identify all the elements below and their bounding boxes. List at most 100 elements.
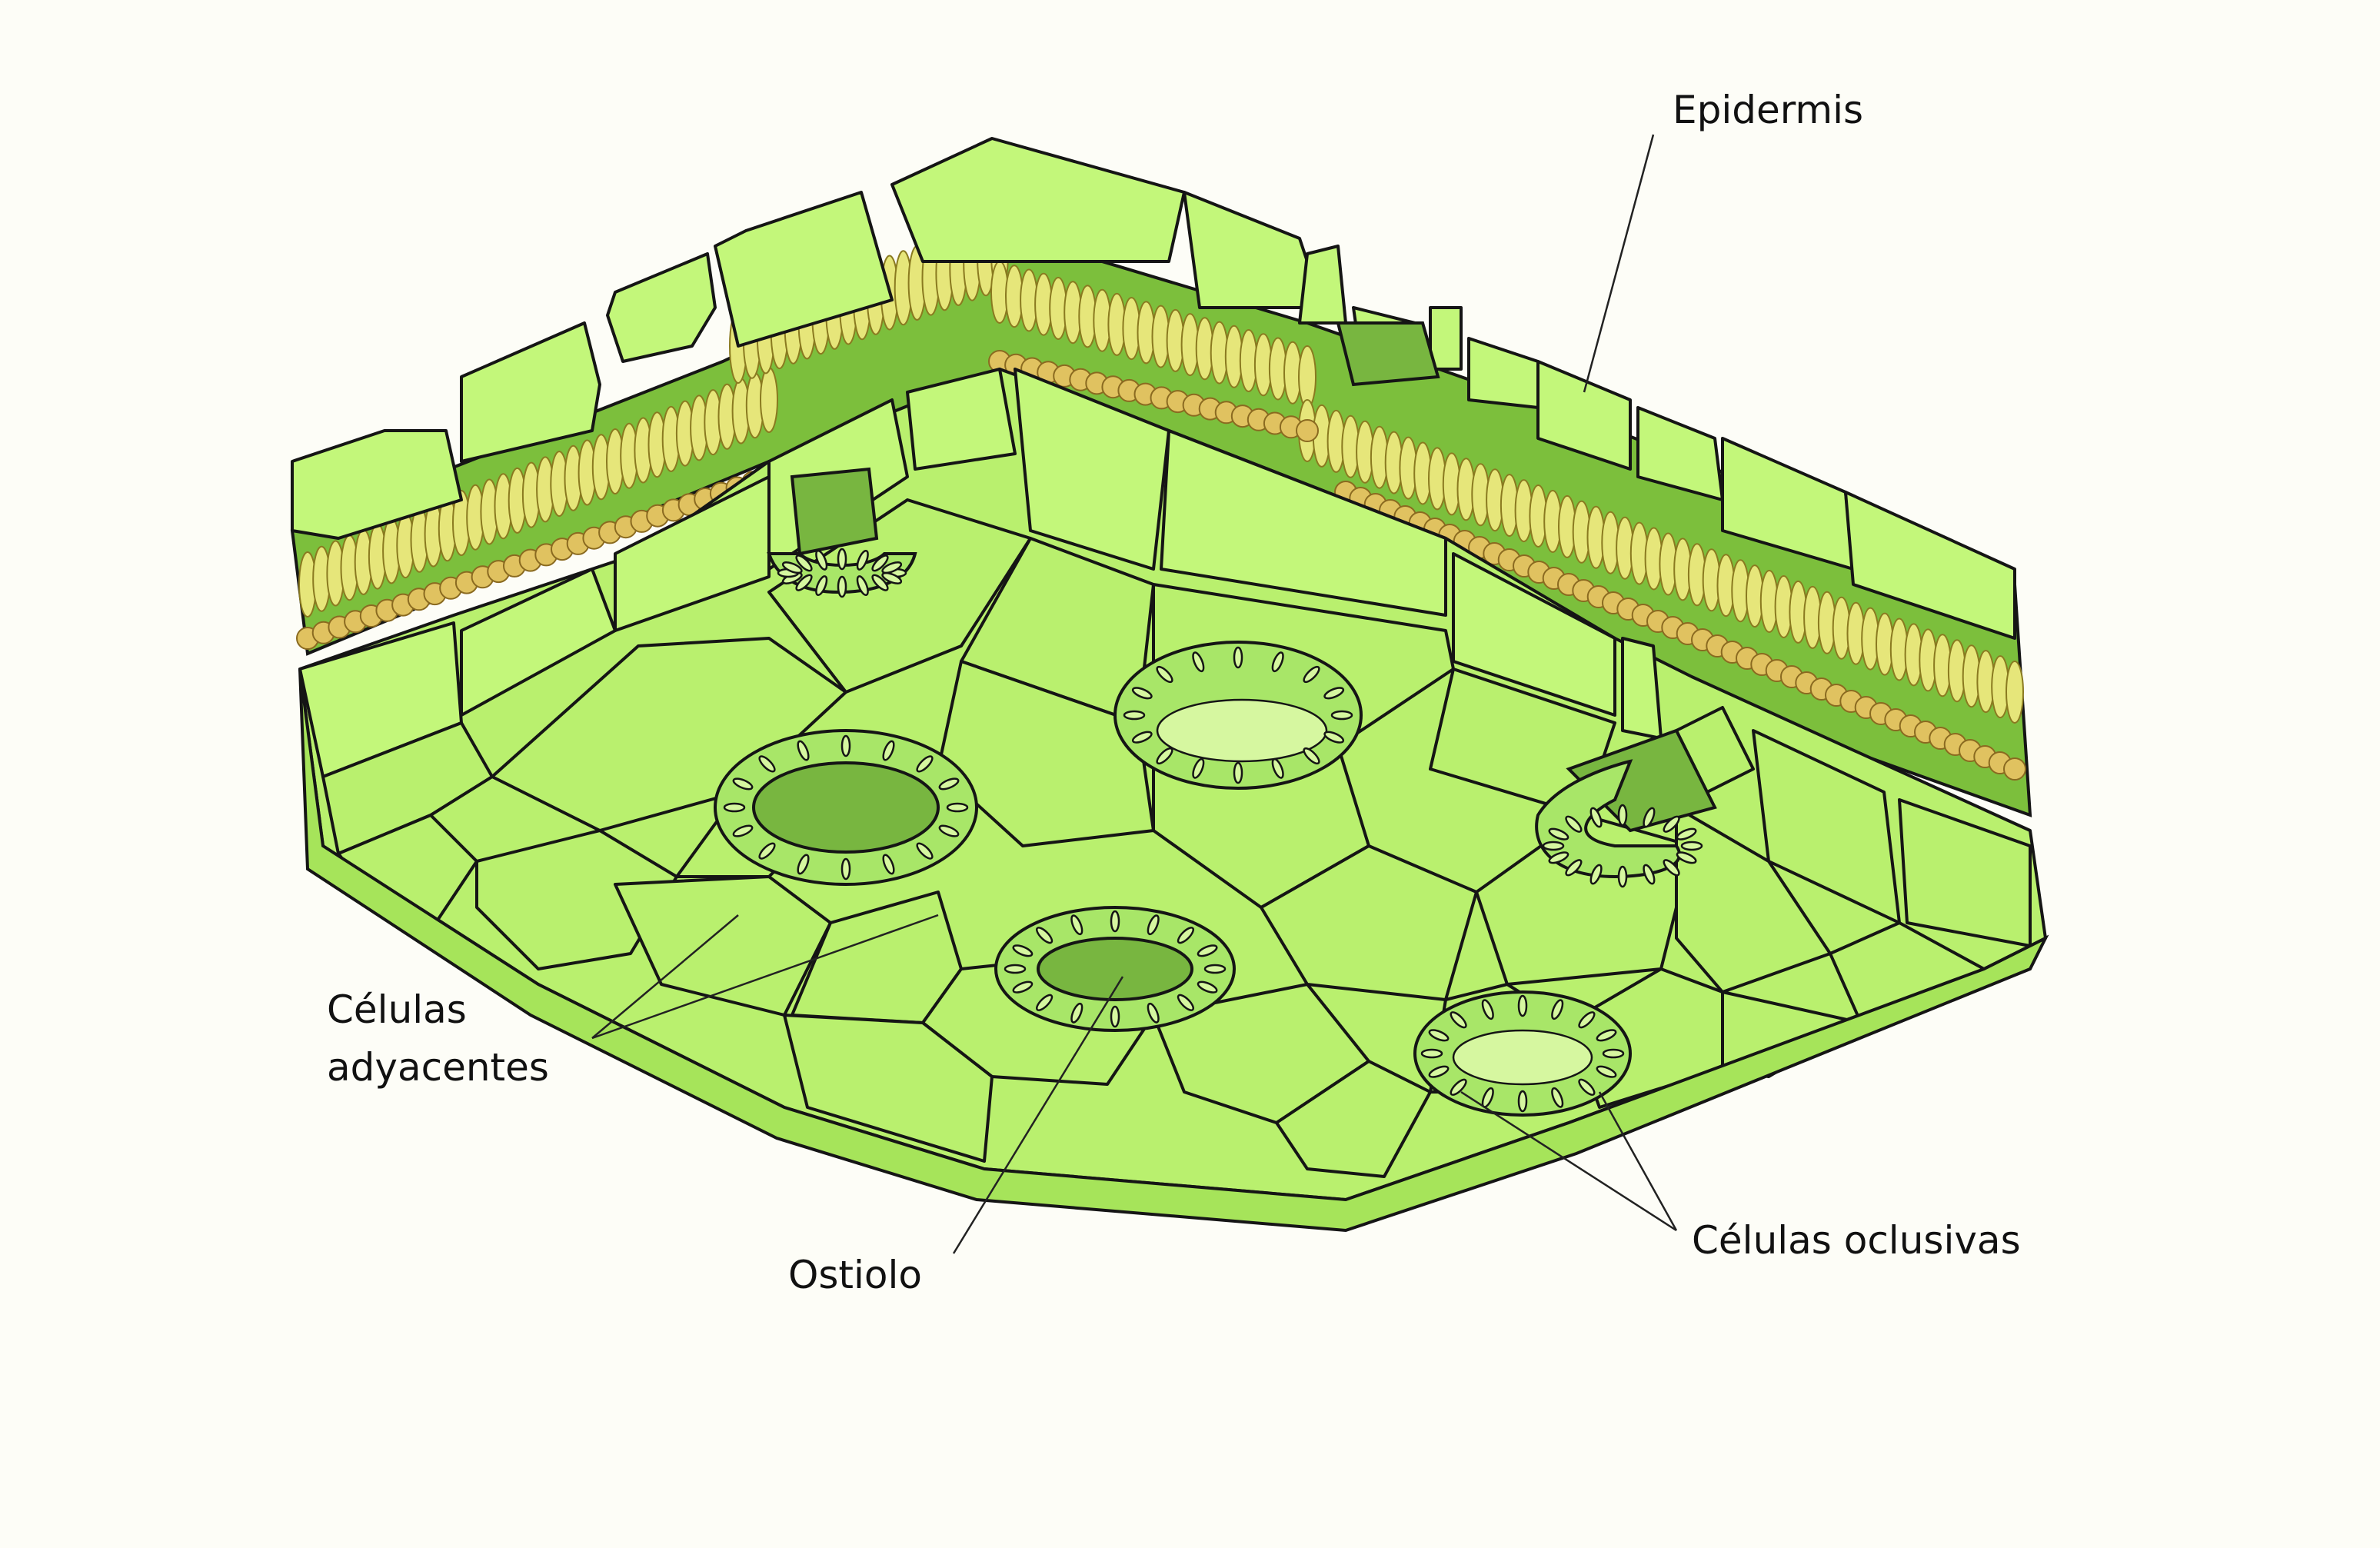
guard-cell-wall-mark [1551,999,1564,1020]
guard-cell-wall-mark [946,802,969,813]
guard-cell-wall-mark [1428,1065,1450,1078]
guard-cell-wall-mark [1450,1011,1467,1029]
guard-cell-wall-mark [1663,815,1680,833]
stoma-2 [1113,641,1363,790]
guard-cell-wall-mark [881,561,903,574]
guard-cell-wall-mark [1589,807,1603,828]
guard-cell-wall-mark [1004,964,1027,974]
label-adjacent-line1: Células [327,987,467,1032]
guard-cell-wall-mark [732,777,754,791]
guard-cell-wall-mark [795,574,813,591]
guard-cell-wall-mark [856,575,869,597]
guard-cell-wall-mark [1596,1065,1617,1078]
stoma-5 [1535,728,1717,888]
guard-cell-wall-mark [1589,864,1603,885]
label-epidermis: Epidermis [1673,88,1863,132]
guard-cell-wall-mark [1517,994,1528,1017]
guard-cell-wall-mark [938,824,960,837]
upper-epidermis [291,137,2016,640]
leader-guard-a [1460,1090,1677,1232]
guard-cell-wall-mark [1450,1078,1467,1096]
guard-cell-wall-mark [1578,1011,1596,1029]
guard-cell-wall-mark [1565,815,1583,833]
label-adjacent-line2: adyacentes [327,1045,549,1090]
label-ostiole: Ostiolo [788,1253,922,1297]
palisade-cell [2006,661,2024,724]
guard-cell-wall-mark [1192,651,1205,673]
guard-cell-wall-mark [1676,851,1697,864]
guard-cell-wall-mark [723,802,746,813]
guard-cell-wall-mark [1012,980,1034,994]
guard-cell-wall-mark [1643,807,1656,828]
guard-cell-wall-mark [1330,710,1353,721]
label-guard-cells: Células oclusivas [1692,1218,2021,1263]
guard-cell-wall-mark [815,549,828,571]
guard-cell-wall-mark [1617,804,1628,827]
guard-cell-wall-mark [882,740,895,761]
guard-cell-wall-mark [938,777,960,791]
guard-cell-wall-mark [1481,999,1494,1020]
palisade-cell [1298,345,1316,408]
guard-cell-wall-mark [1036,927,1054,944]
guard-cell-wall-mark [1070,914,1083,936]
guard-cell-wall-mark [840,857,851,881]
guard-cell-wall-mark [1070,1002,1083,1024]
guard-cell-wall-mark [797,740,810,761]
guard-cell-wall-mark [1565,859,1583,877]
stoma-7 [1336,321,1440,387]
guard-cell-wall-mark [1303,747,1320,765]
guard-cell-wall-mark [1676,827,1697,841]
guard-cell-wall-mark [1428,1029,1450,1042]
guard-cell-wall-mark [1596,1029,1617,1042]
guard-cell-wall-mark [856,549,869,571]
stoma-1 [714,729,978,886]
guard-cell-wall-mark [1542,841,1565,851]
guard-cell-wall-mark [1110,910,1120,933]
spongy-cell [2003,757,2026,781]
guard-cell-wall-mark [1131,731,1153,744]
leader-ostiole [952,976,1124,1254]
guard-cell-wall-mark [1197,944,1218,957]
guard-cell-wall-mark [1192,757,1205,779]
guard-cell-wall-mark [1197,980,1218,994]
guard-cell-wall-mark [871,554,889,572]
leader-guard-b [1598,1091,1678,1231]
guard-cell-wall-mark [871,574,889,591]
guard-cell-wall-mark [732,824,754,837]
guard-cell-wall-mark [1323,731,1345,744]
guard-cell-wall-mark [1156,747,1173,765]
guard-cell-wall-mark [1303,665,1320,684]
guard-cell-wall-mark [837,548,847,571]
guard-cell-wall-mark [916,755,934,773]
guard-cell-wall-mark [1643,864,1656,885]
guard-cell-wall-mark [1203,964,1227,974]
guard-cell-wall-mark [781,561,803,574]
guard-cell-wall-mark [1517,1090,1528,1113]
guard-cell-wall-mark [795,554,813,572]
guard-cell-wall-mark [1548,851,1569,864]
leader-epidermis [1583,134,1655,393]
stoma-6 [767,467,917,598]
guard-cell-wall-mark [1012,944,1034,957]
guard-cell-wall-mark [758,755,776,773]
guard-cell-wall-mark [1147,914,1160,936]
guard-cell-wall-mark [797,854,810,875]
guard-cell-wall-mark [1420,1048,1443,1059]
guard-cell-wall-mark [1271,757,1284,779]
guard-cell-wall-mark [1156,665,1173,684]
guard-cell-wall-mark [1578,1078,1596,1096]
stoma-3 [994,906,1236,1032]
guard-cell-wall-mark [916,842,934,860]
guard-cell-wall-mark [1123,710,1146,721]
spongy-cell [1296,419,1319,442]
guard-cell-wall-mark [837,575,847,598]
guard-cell-wall-mark [1602,1048,1625,1059]
guard-cell-wall-mark [1147,1002,1160,1024]
guard-cell-wall-mark [758,842,776,860]
palisade-cell [760,367,778,433]
leader-adjacent-a [591,914,739,1039]
guard-cell-wall-mark [840,734,851,757]
guard-cell-wall-mark [1548,827,1569,841]
guard-cell-wall-mark [881,571,903,584]
